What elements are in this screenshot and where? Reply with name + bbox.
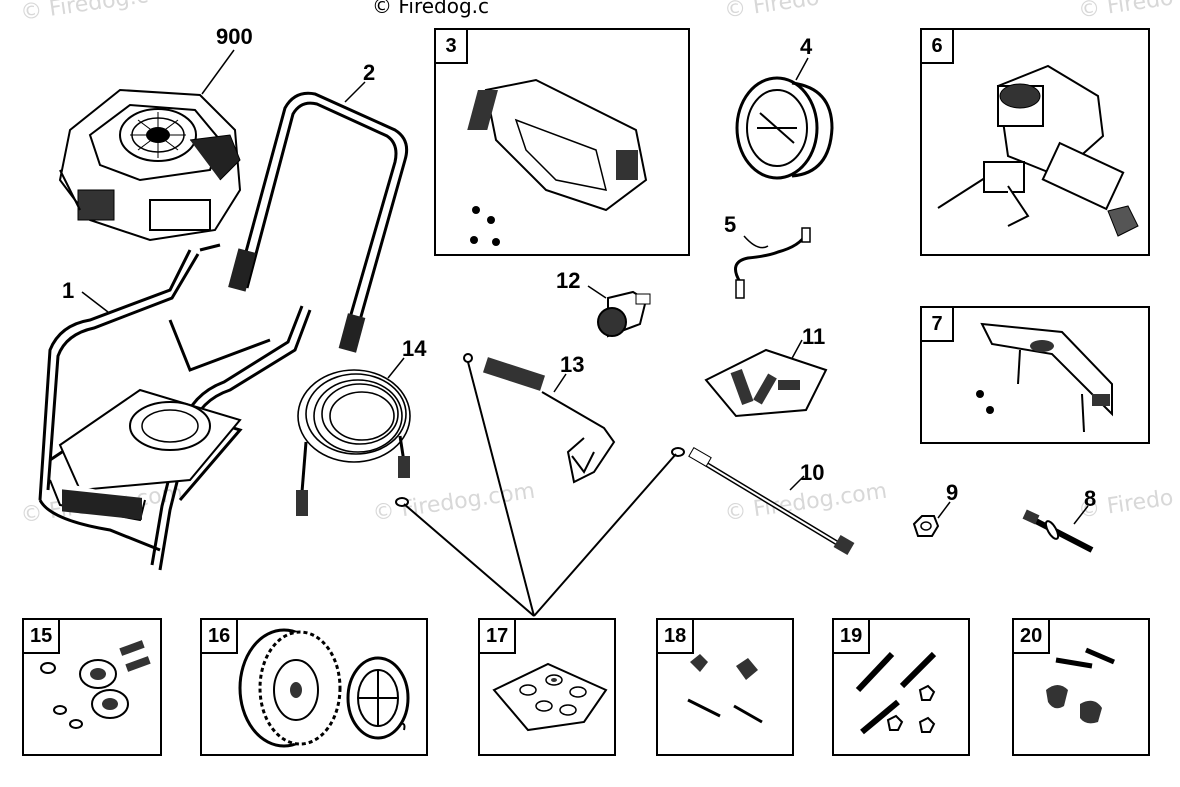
callout-nut: 9 bbox=[946, 480, 959, 505]
callout-nozzle: 12 bbox=[556, 268, 581, 293]
box-label: 7 bbox=[920, 306, 954, 342]
bearing-kit-illustration bbox=[40, 640, 151, 729]
callout-nozzle-bag: 11 bbox=[802, 324, 826, 349]
box-pump: 6 bbox=[920, 28, 1150, 256]
frame-illustration bbox=[38, 243, 312, 571]
washer-kit-illustration bbox=[492, 662, 608, 732]
box-label: 19 bbox=[832, 618, 871, 654]
box-17: 17 bbox=[478, 618, 616, 756]
hose-illustration bbox=[296, 357, 411, 516]
bracket-illustration bbox=[976, 322, 1113, 433]
pump-illustration bbox=[937, 64, 1139, 237]
bolt-kit-illustration bbox=[855, 651, 937, 735]
cup-illustration bbox=[735, 57, 834, 180]
box-16: 16 bbox=[200, 618, 428, 756]
box-18: 18 bbox=[656, 618, 794, 756]
box-label: 17 bbox=[478, 618, 517, 654]
box-19: 19 bbox=[832, 618, 970, 756]
gun-illustration bbox=[463, 353, 616, 484]
engine-illustration bbox=[58, 49, 242, 242]
handle-knob-kit-illustration bbox=[1046, 647, 1115, 724]
callout-handle: 2 bbox=[363, 60, 376, 85]
nozzle-bag-illustration bbox=[704, 339, 828, 418]
nut-illustration bbox=[912, 501, 951, 537]
box-label: 20 bbox=[1012, 618, 1051, 654]
wand-illustration bbox=[671, 446, 855, 556]
box-label: 15 bbox=[22, 618, 61, 654]
watermark-top: © Firedog.c bbox=[372, 0, 490, 18]
wheel-illustration bbox=[238, 628, 410, 748]
axle-bolt-illustration bbox=[1022, 505, 1094, 553]
box-label: 16 bbox=[200, 618, 239, 654]
box-15: 15 bbox=[22, 618, 162, 756]
callout-frame: 1 bbox=[62, 278, 75, 303]
callout-hose: 14 bbox=[402, 336, 427, 361]
box-label: 3 bbox=[434, 28, 468, 64]
callout-engine: 900 bbox=[216, 24, 253, 49]
callout-gun: 13 bbox=[560, 352, 585, 377]
callout-wand: 10 bbox=[800, 460, 825, 485]
handle-illustration bbox=[228, 81, 409, 353]
callout-cup: 4 bbox=[800, 34, 813, 59]
callout-axle-bolt: 8 bbox=[1084, 486, 1097, 511]
callout-cable: 5 bbox=[724, 212, 737, 237]
panel-illustration bbox=[467, 78, 648, 246]
box-label: 18 bbox=[656, 618, 695, 654]
cable-illustration bbox=[734, 227, 811, 299]
box-label: 6 bbox=[920, 28, 954, 64]
nozzle-illustration bbox=[587, 285, 651, 338]
knob-kit-illustration bbox=[687, 654, 763, 724]
box-panel: 3 bbox=[434, 28, 690, 256]
box-bracket: 7 bbox=[920, 306, 1150, 444]
box-20: 20 bbox=[1012, 618, 1150, 756]
